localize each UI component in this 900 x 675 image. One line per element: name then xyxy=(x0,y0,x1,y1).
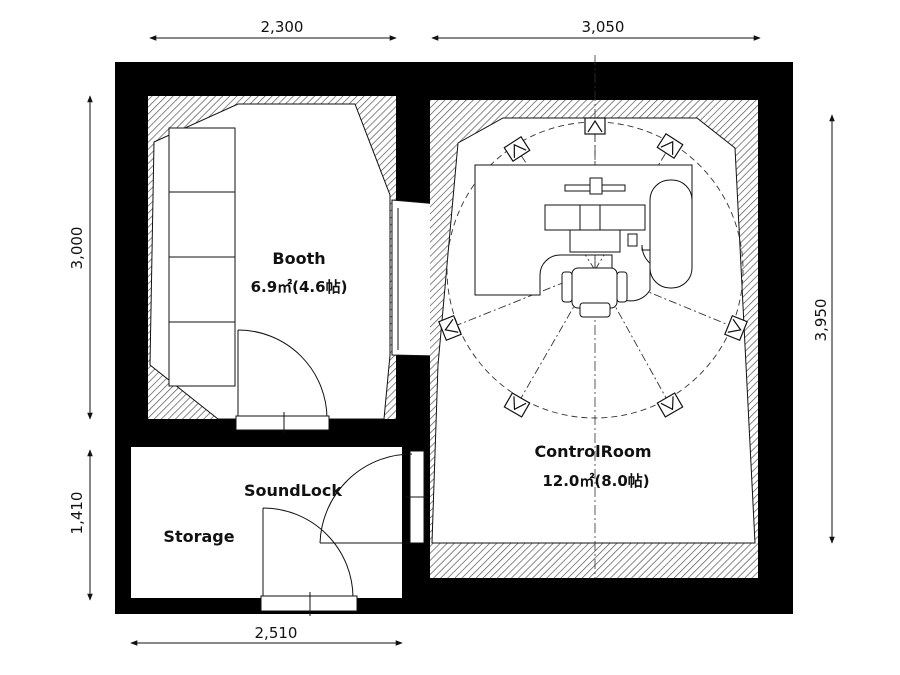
dimension-lines xyxy=(87,35,835,646)
storage-label: Storage xyxy=(163,527,234,546)
dim-left-upper: 3,000 xyxy=(68,227,86,270)
soundlock-label: SoundLock xyxy=(244,481,342,500)
dim-top-right: 3,050 xyxy=(582,18,625,36)
dim-top-left: 2,300 xyxy=(261,18,304,36)
control-room-door xyxy=(319,450,430,544)
booth-door xyxy=(235,329,330,434)
speaker-icon xyxy=(438,117,748,418)
booth-label: Booth xyxy=(272,249,325,268)
dim-left-lower: 1,410 xyxy=(68,492,86,535)
control-room-area: 12.0㎡(8.0帖) xyxy=(542,472,649,490)
mixing-desk xyxy=(474,164,693,302)
booth-bench xyxy=(168,127,236,387)
control-room-label: ControlRoom xyxy=(534,442,651,461)
listening-circle xyxy=(446,121,744,419)
dim-right: 3,950 xyxy=(812,299,830,342)
dim-bottom: 2,510 xyxy=(255,624,298,642)
chair-icon xyxy=(561,267,628,318)
entrance-door xyxy=(260,507,358,616)
booth-area: 6.9㎡(4.6帖) xyxy=(251,278,348,296)
